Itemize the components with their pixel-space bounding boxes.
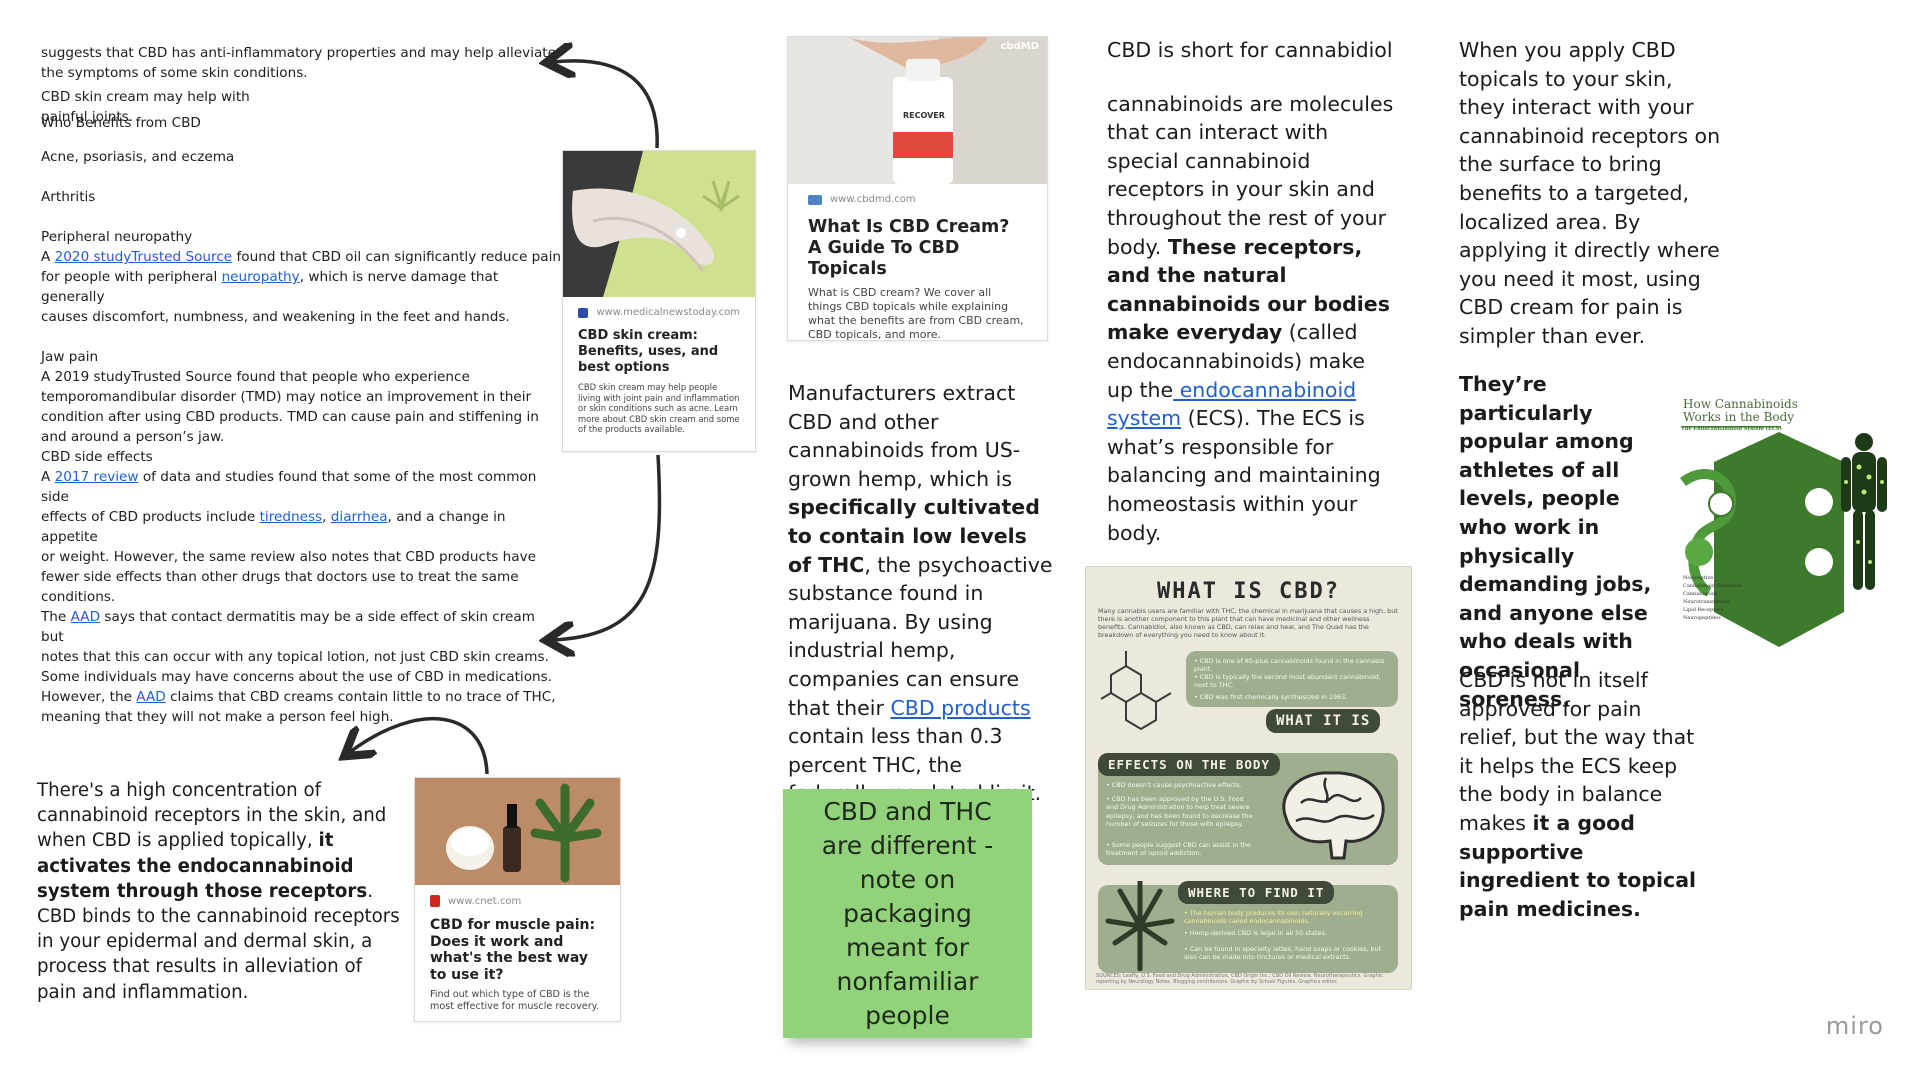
neuropathy-heading: Peripheral neuropathy bbox=[41, 229, 193, 245]
what-it-is-tag: WHAT IT IS bbox=[1266, 709, 1381, 733]
what-it-is-panel bbox=[1186, 651, 1398, 707]
infographic-sources: SOURCES: Leafly, U.S. Food and Drug Admi… bbox=[1096, 973, 1383, 985]
ecs-link[interactable]: endocannabinoid system bbox=[1107, 377, 1357, 431]
effects-tag: EFFECTS ON THE BODY bbox=[1098, 753, 1280, 776]
who-benefits-heading: Who Benefits from CBD bbox=[41, 115, 201, 131]
study-link[interactable]: 2020 studyTrusted Source bbox=[54, 249, 233, 265]
legend-item: Neuropeptides bbox=[1683, 615, 1721, 621]
card-thumbnail bbox=[563, 151, 755, 297]
diarrhea-link[interactable]: diarrhea bbox=[330, 509, 388, 525]
topicals-column: When you apply CBD topicals to your skin… bbox=[1459, 36, 1721, 351]
card-source: www.cbdmd.com bbox=[830, 194, 916, 205]
sticky-note-text: CBD and THC are different - note on pack… bbox=[821, 796, 994, 1030]
topicals-paragraph: When you apply CBD topicals to your skin… bbox=[1459, 38, 1721, 348]
where-bullet: • The human body produces its own natura… bbox=[1184, 909, 1363, 926]
card-thumbnail: cbdMD RECOVER bbox=[788, 37, 1047, 184]
product-image bbox=[788, 37, 1047, 184]
miro-logo: miro bbox=[1825, 1012, 1884, 1040]
leaf-icon bbox=[1105, 881, 1175, 971]
approved-paragraph: CBD is not in itself approved for pain r… bbox=[1459, 668, 1697, 921]
article-line: suggests that CBD has anti-inflammatory … bbox=[41, 45, 556, 61]
card-description: CBD skin cream may help people living wi… bbox=[578, 382, 740, 434]
condition-item: Arthritis bbox=[41, 189, 96, 205]
popular-paragraph: They’re particularly popular among athle… bbox=[1459, 372, 1652, 711]
site-favicon-icon bbox=[578, 307, 589, 318]
diagram-subtitle: The Endocannabinoid System (ECS) bbox=[1681, 426, 1782, 432]
neuropathy-link[interactable]: neuropathy bbox=[221, 269, 300, 285]
aad-paragraph: The AAD says that contact dermatitis may… bbox=[41, 609, 556, 725]
cbd-products-link[interactable]: CBD products bbox=[890, 695, 1031, 720]
oil-image bbox=[415, 778, 620, 885]
hands-image bbox=[563, 151, 755, 297]
what-it-is-bullet: • CBD is one of 85-plus cannabinoids fou… bbox=[1194, 657, 1385, 674]
effects-bullet: • CBD has been approved by the U.S. Food… bbox=[1106, 795, 1253, 829]
what-is-cbd-infographic[interactable]: WHAT IS CBD? Many cannabis users are fam… bbox=[1085, 566, 1412, 990]
side-effects-paragraph: A 2017 review of data and studies found … bbox=[41, 469, 537, 605]
what-it-is-bullet: • CBD was first chemically synthesized i… bbox=[1194, 693, 1348, 701]
card-source: www.cnet.com bbox=[448, 895, 522, 907]
diagram-legend: Nociceptive Cannabinoid Receptors Cannab… bbox=[1683, 574, 1742, 622]
legend-item: Lipid Receptors bbox=[1683, 607, 1724, 613]
card-description: What is CBD cream? We cover all things C… bbox=[808, 286, 1024, 341]
link-card-medicalnewstoday[interactable]: www.medicalnewstoday.com CBD skin cream:… bbox=[562, 150, 756, 452]
review-link[interactable]: 2017 review bbox=[54, 469, 139, 485]
cbd-intro: CBD is short for cannabidiol cannabinoid… bbox=[1107, 36, 1397, 547]
where-tag: WHERE TO FIND IT bbox=[1178, 881, 1335, 904]
aad-link[interactable]: AAD bbox=[136, 689, 166, 705]
side-effects-heading: CBD side effects bbox=[41, 449, 153, 465]
aad-link[interactable]: AAD bbox=[70, 609, 101, 625]
site-favicon-icon bbox=[808, 194, 822, 205]
card-source: www.medicalnewstoday.com bbox=[596, 307, 740, 318]
card-description: Find out which type of CBD is the most e… bbox=[430, 989, 599, 1012]
jaw-paragraph: A 2019 studyTrusted Source found that pe… bbox=[41, 369, 539, 445]
legend-item: Cannabinoid Receptors bbox=[1683, 583, 1743, 589]
cannabinoids-paragraph: cannabinoids are molecules that can inte… bbox=[1107, 91, 1394, 545]
cbd-short-definition: CBD is short for cannabidiol bbox=[1107, 38, 1393, 62]
jaw-heading: Jaw pain bbox=[41, 349, 99, 365]
manufacturers-paragraph: Manufacturers extract CBD and other cann… bbox=[788, 381, 1053, 805]
neuropathy-paragraph: A 2020 studyTrusted Source found that CB… bbox=[41, 249, 561, 325]
brand-logo: cbdMD bbox=[1000, 41, 1040, 52]
where-bullet: • Can be found in specialty lattes, hand… bbox=[1184, 945, 1382, 962]
legend-item: Cannabinoids bbox=[1683, 591, 1718, 597]
link-card-cbdmd[interactable]: cbdMD RECOVER www.cbdmd.com What Is CBD … bbox=[787, 36, 1048, 341]
effects-bullet: • CBD doesn't cause psychoactive effects… bbox=[1106, 781, 1242, 789]
infographic-intro: Many cannabis users are familiar with TH… bbox=[1098, 607, 1398, 639]
cannabinoids-body-diagram[interactable]: How Cannabinoids Works in the Body The E… bbox=[1669, 396, 1891, 664]
sticky-note[interactable]: CBD and THC are different - note on pack… bbox=[783, 789, 1032, 1038]
link-card-cnet[interactable]: www.cnet.com CBD for muscle pain: Does i… bbox=[414, 777, 621, 1022]
cream-caption: painful joints. bbox=[41, 109, 134, 125]
tiredness-link[interactable]: tiredness bbox=[259, 509, 323, 525]
arrow-top bbox=[553, 61, 659, 149]
receptors-paragraph: There's a high concentration of cannabin… bbox=[37, 780, 400, 1003]
arrow-middle bbox=[553, 454, 662, 640]
condition-item: Acne, psoriasis, and eczema bbox=[41, 149, 235, 165]
effects-bullet: • Some people suggest CBD can assist in … bbox=[1106, 841, 1251, 858]
diagram-title: How Cannabinoids Works in the Body bbox=[1683, 397, 1798, 424]
legend-item: Nociceptive bbox=[1683, 575, 1714, 581]
brain-icon bbox=[1282, 771, 1385, 860]
card-title: What Is CBD Cream? A Guide To CBD Topica… bbox=[808, 217, 1010, 279]
article-line: the symptoms of some skin conditions. bbox=[41, 65, 308, 81]
article-left: suggests that CBD has anti-inflammatory … bbox=[41, 43, 561, 727]
site-favicon-icon bbox=[430, 895, 440, 907]
card-title: CBD skin cream: Benefits, uses, and best… bbox=[578, 328, 719, 375]
product-label: RECOVER bbox=[903, 111, 945, 120]
what-it-is-bullet: • CBD is typically the second most abund… bbox=[1194, 673, 1381, 690]
molecule-icon bbox=[1100, 651, 1172, 731]
legend-item: Neurotransmitters bbox=[1683, 599, 1731, 605]
card-thumbnail bbox=[415, 778, 620, 885]
card-title: CBD for muscle pain: Does it work and wh… bbox=[430, 917, 596, 983]
infographic-title: WHAT IS CBD? bbox=[1157, 579, 1340, 604]
diagram-graphic bbox=[1679, 426, 1887, 647]
where-bullet: • Hemp-derived CBD is legal in all 50 st… bbox=[1184, 929, 1327, 937]
cream-caption: CBD skin cream may help with bbox=[41, 89, 250, 105]
